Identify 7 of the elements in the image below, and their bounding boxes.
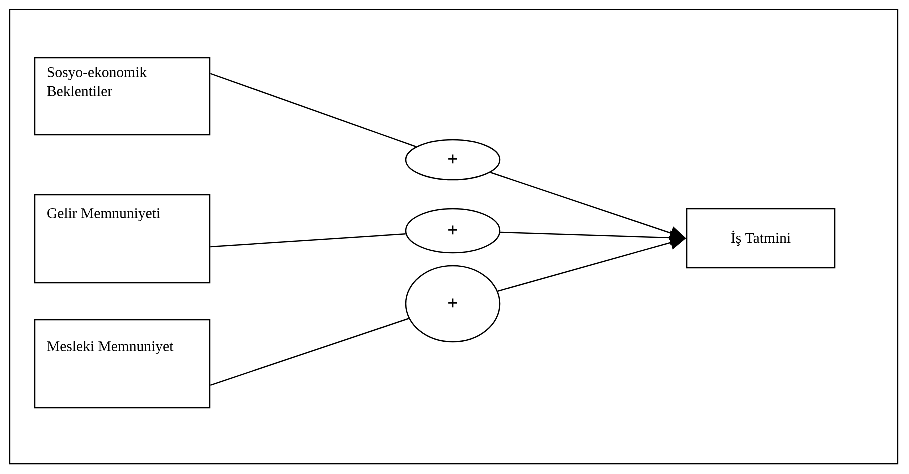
connector-line <box>210 73 416 148</box>
factor-box: Mesleki Memnuniyet <box>34 319 211 409</box>
connector-line <box>210 318 410 386</box>
connector-line <box>210 233 406 248</box>
outcome-box: İş Tatmini <box>686 208 836 269</box>
factor-box: Gelir Memnuniyeti <box>34 194 211 284</box>
factor-box: Sosyo-ekonomik Beklentiler <box>34 57 211 136</box>
